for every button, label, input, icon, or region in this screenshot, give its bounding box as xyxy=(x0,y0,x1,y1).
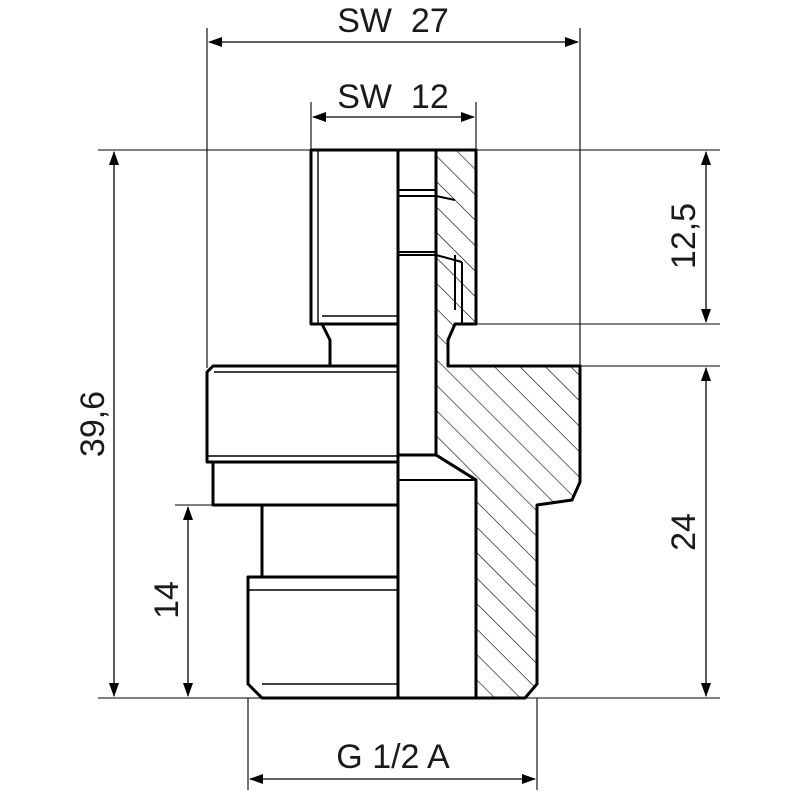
label-hex-small: SW 12 xyxy=(337,78,448,116)
dimension-lines xyxy=(109,37,711,784)
label-thread-length: 14 xyxy=(148,581,186,619)
collar xyxy=(211,460,400,507)
bore-lower xyxy=(396,453,478,700)
label-thread: G 1/2 A xyxy=(336,738,450,776)
neck xyxy=(320,322,400,368)
thread-section xyxy=(246,575,400,700)
central-pin xyxy=(396,148,438,457)
fitting-body xyxy=(205,148,582,700)
small-hex-nut xyxy=(309,148,400,326)
label-hex-large: SW 27 xyxy=(337,2,448,40)
label-lower-height: 24 xyxy=(665,513,703,551)
dimension-labels: SW 27 SW 12 39,6 12,5 24 14 G 1/2 A xyxy=(74,2,703,776)
undercut xyxy=(260,503,400,579)
large-hex xyxy=(205,364,400,464)
label-total-height: 39,6 xyxy=(74,391,112,457)
label-top-height: 12,5 xyxy=(665,203,703,269)
